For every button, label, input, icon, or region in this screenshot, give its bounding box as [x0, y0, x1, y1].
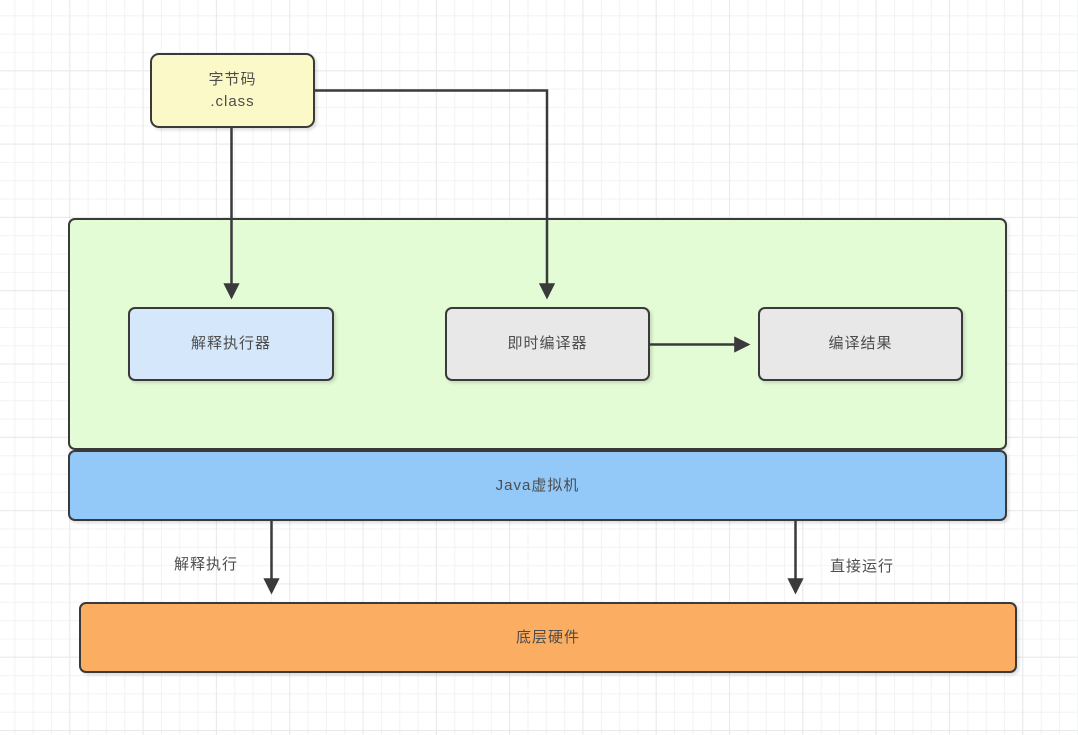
interpreter-label: 解释执行器 [190, 335, 271, 353]
bytecode-label-line2: .class [210, 92, 255, 110]
hardware-bar-node: 底层硬件 [79, 602, 1017, 673]
edge-label-interpreted-execution: 解释执行 [173, 556, 238, 573]
jvm-bar-label: Java虚拟机 [495, 476, 580, 494]
hardware-bar-label: 底层硬件 [515, 628, 580, 646]
bytecode-node: 字节码 .class [150, 53, 315, 128]
jit-compiler-label: 即时编译器 [507, 335, 588, 353]
jit-compiler-node: 即时编译器 [445, 307, 650, 381]
jvm-bar-node: Java虚拟机 [68, 450, 1007, 521]
interpreter-node: 解释执行器 [128, 307, 334, 381]
compile-result-node: 编译结果 [758, 307, 963, 381]
compile-result-label: 编译结果 [828, 335, 893, 353]
edge-label-direct-run: 直接运行 [829, 558, 894, 575]
bytecode-label-line1: 字节码 [208, 70, 257, 88]
